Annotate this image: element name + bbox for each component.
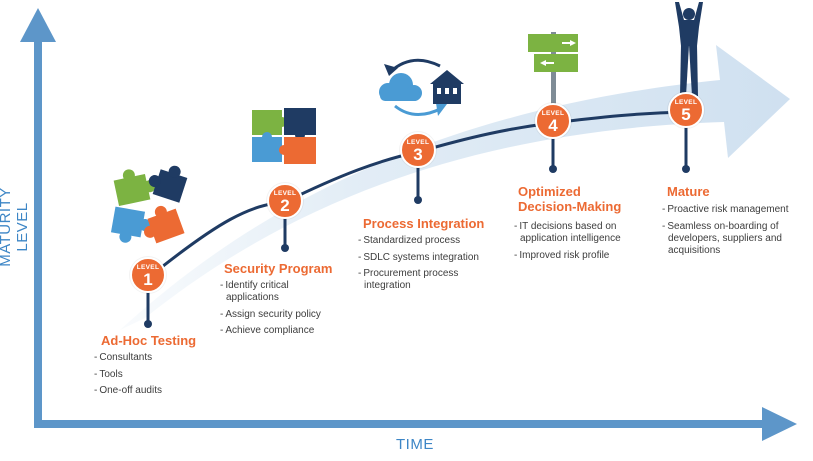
- badge-label: LEVEL: [674, 99, 698, 106]
- badge-label: LEVEL: [273, 190, 297, 197]
- y-axis: [20, 8, 56, 425]
- level-4-badge: LEVEL 4: [535, 103, 571, 139]
- level-4-bullets: -IT decisions based on application intel…: [514, 221, 644, 266]
- cloud-icon: [379, 73, 422, 101]
- sync-arrows-icon: [384, 58, 447, 116]
- x-axis-label: TIME: [396, 436, 434, 453]
- level-5-title: Mature: [667, 184, 710, 199]
- level-1-title: Ad-Hoc Testing: [101, 333, 197, 348]
- badge-number: 3: [413, 145, 423, 164]
- level-5-bullets: -Proactive risk management -Seamless on-…: [662, 204, 804, 261]
- puzzle-pieces-scattered-icon: [110, 165, 188, 244]
- level-1-badge: LEVEL 1: [130, 257, 166, 293]
- pin-level-3: [414, 164, 422, 204]
- y-axis-label: MATURITY LEVEL: [0, 187, 31, 267]
- list-item: -Consultants: [94, 352, 153, 363]
- pin-level-2: [281, 214, 289, 252]
- level-3-bullets: -Standardized process -SDLC systems inte…: [358, 235, 498, 297]
- signpost-icon: [528, 32, 578, 108]
- list-item: -Proactive risk management: [662, 204, 789, 215]
- level-3-badge: LEVEL 3: [400, 132, 436, 168]
- badge-number: 4: [548, 116, 558, 135]
- level-4-title: Optimized Decision-Making: [518, 184, 622, 214]
- level-2-badge: LEVEL 2: [267, 183, 303, 219]
- list-item: -Assign security policy: [220, 308, 321, 320]
- list-item: -Achieve compliance: [220, 325, 315, 336]
- list-item: -IT decisions based on application intel…: [514, 221, 621, 244]
- list-item: -Procurement process integration: [358, 268, 459, 291]
- list-item: -Tools: [94, 368, 123, 380]
- list-item: -Standardized process: [358, 235, 461, 246]
- badge-number: 2: [280, 196, 290, 215]
- badge-label: LEVEL: [541, 110, 565, 117]
- list-item: -Seamless on-boarding of developers, sup…: [662, 220, 782, 256]
- badge-number: 5: [681, 105, 691, 124]
- badge-label: LEVEL: [136, 264, 160, 271]
- badge-number: 1: [143, 270, 153, 289]
- list-item: -Improved risk profile: [514, 249, 610, 261]
- celebrating-person-icon: [675, 2, 703, 96]
- puzzle-assembled-icon: [252, 108, 316, 164]
- cloud-sync-building-icon: [379, 58, 464, 116]
- pin-level-5: [682, 126, 690, 173]
- level-5-badge: LEVEL 5: [668, 92, 704, 128]
- list-item: -Identify critical applications: [220, 280, 289, 303]
- list-item: -One-off audits: [94, 385, 162, 396]
- level-2-bullets: -Identify critical applications -Assign …: [220, 280, 340, 342]
- building-icon: [430, 70, 464, 104]
- level-2-title: Security Program: [224, 261, 333, 276]
- pin-level-4: [549, 136, 557, 173]
- level-3-title: Process Integration: [363, 216, 485, 231]
- pin-level-1: [144, 290, 152, 328]
- level-1-bullets: -Consultants -Tools -One-off audits: [94, 352, 214, 402]
- badge-label: LEVEL: [406, 139, 430, 146]
- list-item: -SDLC systems integration: [358, 251, 479, 263]
- x-axis: [34, 407, 797, 441]
